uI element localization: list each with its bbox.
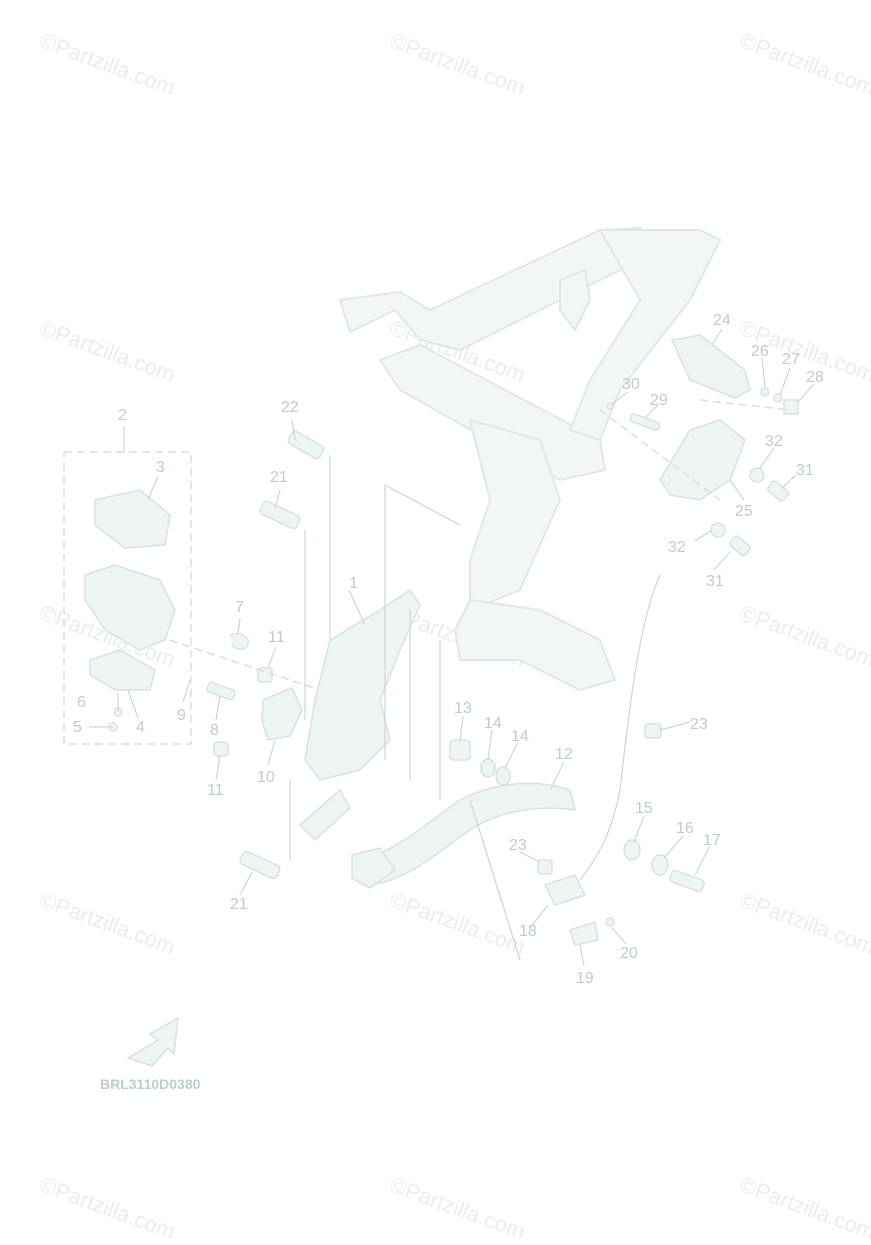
footrest-bracket	[89, 649, 156, 691]
callout-30: 30	[622, 376, 640, 393]
frame-section	[338, 226, 722, 692]
callout-1: 1	[349, 575, 358, 592]
brake-pedal	[358, 782, 576, 886]
pin-26	[760, 387, 770, 397]
clevis-18	[543, 874, 587, 906]
callout-25: 25	[735, 503, 753, 520]
right-footrest-group	[599, 334, 799, 557]
bolt-21b	[239, 850, 281, 880]
pin-30	[606, 402, 614, 410]
callout-28: 28	[806, 369, 824, 386]
callout-6: 6	[77, 694, 86, 711]
footrest	[84, 564, 176, 651]
footrest-bracket-25	[659, 419, 746, 501]
washer-16	[651, 854, 669, 876]
diagram-code: BRL3110D0380	[100, 1076, 201, 1092]
bolt-23a	[644, 723, 662, 739]
bolt-31a	[766, 480, 790, 502]
bolt-17	[669, 869, 705, 893]
callout-14a: 14	[484, 715, 502, 732]
callout-11a: 11	[268, 629, 285, 646]
callout-31b: 31	[706, 573, 724, 590]
pedal-tip	[351, 847, 397, 889]
bolt-11a	[257, 667, 273, 683]
callout-leaders	[89, 328, 815, 967]
left-footrest-group	[63, 451, 321, 757]
callout-15: 15	[635, 800, 653, 817]
callout-19: 19	[576, 970, 594, 987]
callout-20: 20	[620, 945, 638, 962]
callout-24: 24	[713, 312, 731, 329]
callout-4: 4	[136, 719, 145, 736]
bracket-foot	[298, 788, 351, 842]
callout-31a: 31	[796, 462, 814, 479]
callout-11b: 11	[207, 782, 224, 799]
callout-18: 18	[519, 923, 537, 940]
callout-7: 7	[235, 599, 244, 616]
clevis-19	[569, 921, 599, 946]
callout-32a: 32	[765, 433, 783, 450]
callout-29: 29	[650, 392, 668, 409]
callout-26: 26	[751, 343, 769, 360]
callout-21a: 21	[270, 469, 288, 486]
callout-23b: 23	[509, 837, 527, 854]
bolt-29	[629, 413, 661, 431]
spring	[229, 632, 249, 650]
callout-27: 27	[782, 351, 800, 368]
bolt-23b	[537, 859, 553, 875]
callout-10: 10	[257, 769, 275, 786]
footrest-rubber	[94, 489, 171, 549]
washer-27	[773, 393, 783, 403]
exploded-parts-diagram: 1 2 3 4 5 6 7 8 9 10 11 11 12 13 14 14 1…	[63, 226, 824, 1067]
callout-12: 12	[555, 746, 573, 763]
callout-13: 13	[454, 700, 472, 717]
nut-28	[783, 399, 799, 415]
callout-3: 3	[156, 459, 165, 476]
pin-20	[605, 917, 615, 927]
callout-labels: 1 2 3 4 5 6 7 8 9 10 11 11 12 13 14 14 1…	[73, 312, 824, 987]
bushing-13	[449, 739, 471, 761]
bolt-22	[287, 430, 325, 460]
callout-8: 8	[210, 722, 219, 739]
bolt-31b	[728, 535, 752, 557]
callout-17: 17	[703, 832, 721, 849]
direction-arrow	[126, 1016, 179, 1067]
callout-16: 16	[676, 820, 694, 837]
washer-15	[623, 839, 641, 861]
bolt-21a	[259, 500, 301, 530]
bolt-11b	[213, 741, 229, 757]
callout-23a: 23	[690, 716, 708, 733]
callout-9: 9	[177, 707, 186, 724]
collar	[261, 687, 303, 741]
callout-14b: 14	[511, 728, 529, 745]
callout-22: 22	[281, 399, 299, 416]
center-bracket-group	[239, 430, 461, 880]
callout-32b: 32	[668, 539, 686, 556]
callout-21b: 21	[230, 896, 248, 913]
brake-pedal-group	[351, 574, 705, 961]
callout-2: 2	[118, 407, 127, 424]
footrest-24	[670, 334, 751, 399]
callout-5: 5	[73, 719, 82, 736]
pin	[206, 681, 236, 701]
assembly-box	[63, 451, 192, 745]
